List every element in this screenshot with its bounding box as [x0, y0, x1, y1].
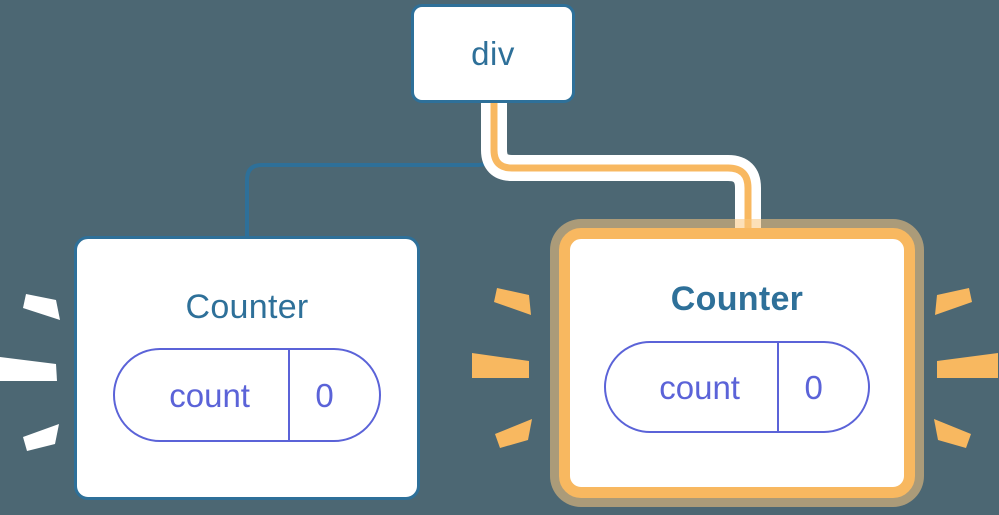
state-pill-counter-right: count 0 [604, 341, 870, 433]
node-counter-right[interactable]: Counter count 0 [559, 228, 915, 498]
sparkle-ray-lower [934, 419, 971, 448]
sparkle-right-counter-orange-right [934, 288, 998, 448]
sparkle-ray-middle [937, 353, 998, 378]
sparkle-ray-upper [494, 288, 531, 315]
sparkle-ray-middle [0, 357, 57, 381]
node-div-label: div [471, 35, 515, 72]
edge-div-to-counter-right [490, 103, 752, 238]
edge-div-to-counter-right-halo [481, 103, 761, 238]
sparkle-ray-middle [472, 353, 529, 378]
sparkle-ray-upper [935, 288, 972, 315]
state-pill-value: 0 [288, 350, 379, 440]
sparkle-ray-lower [495, 419, 532, 448]
node-counter-left[interactable]: Counter count 0 [74, 236, 420, 500]
node-counter-left-label: Counter [185, 288, 309, 326]
state-pill-value: 0 [777, 343, 868, 431]
state-pill-counter-left: count 0 [113, 348, 381, 442]
node-div[interactable]: div [411, 4, 575, 103]
sparkle-left-counter-white [0, 294, 60, 451]
state-pill-key: count [169, 376, 250, 414]
sparkle-right-counter-orange-left [472, 288, 532, 448]
edge-div-to-counter-left [245, 101, 495, 241]
state-pill-key: count [659, 368, 740, 406]
sparkle-ray-upper [23, 294, 60, 320]
sparkle-ray-lower [23, 424, 59, 451]
node-counter-right-label: Counter [670, 280, 804, 318]
